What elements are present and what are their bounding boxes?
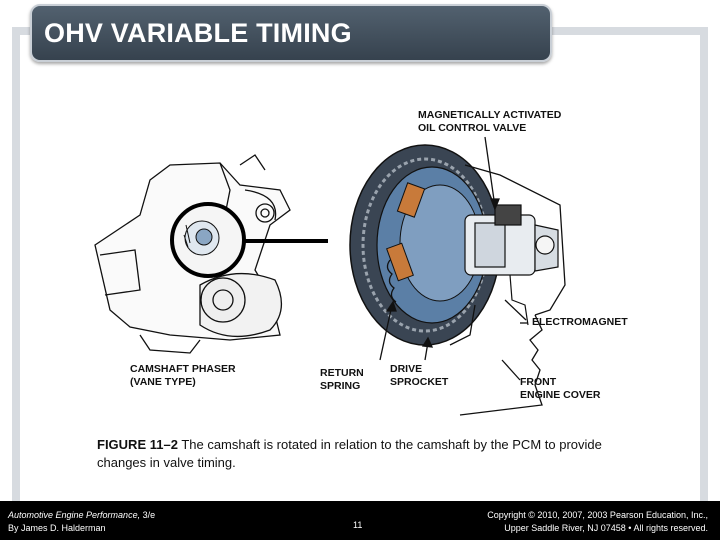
footer-book-info: Automotive Engine Performance, 3/e By Ja… [8,509,155,535]
footer-book-title: Automotive Engine Performance, [8,510,141,520]
slide-title: OHV VARIABLE TIMING [44,18,352,48]
copyright-line-1: Copyright © 2010, 2007, 2003 Pearson Edu… [487,510,708,520]
footer-edition: 3/e [140,510,156,520]
figure-number: FIGURE 11–2 [97,437,178,452]
front-engine-cover-illustration [449,164,566,416]
title-banner: OHV VARIABLE TIMING [30,4,552,62]
footer-author: By James D. Halderman [8,523,106,533]
footer-bar: Automotive Engine Performance, 3/e By Ja… [0,501,720,540]
label-oil-control-valve-2: OIL CONTROL VALVE [418,122,526,134]
drive-sprocket-illustration [349,144,501,346]
leader-lines [379,136,528,381]
label-oil-control-valve-1: MAGNETICALLY ACTIVATED [418,109,562,121]
diagram-svg: MAGNETICALLY ACTIVATED OIL CONTROL VALVE… [94,109,628,416]
slide-frame-right [700,27,708,501]
footer-copyright: Copyright © 2010, 2007, 2003 Pearson Edu… [487,509,708,535]
label-return-spring-2: SPRING [320,380,360,392]
slide-frame-left [12,27,20,501]
variable-timing-diagram: MAGNETICALLY ACTIVATED OIL CONTROL VALVE… [80,95,640,430]
label-drive-sprocket-2: SPROCKET [390,376,449,388]
label-camshaft-phaser-2: (VANE TYPE) [130,376,196,388]
copyright-line-2: Upper Saddle River, NJ 07458 • All right… [504,523,708,533]
label-camshaft-phaser-1: CAMSHAFT PHASER [130,363,236,375]
label-front-cover-2: ENGINE COVER [520,389,601,401]
figure-caption-text: The camshaft is rotated in relation to t… [97,437,602,470]
label-electromagnet: ELECTROMAGNET [532,316,628,328]
page-number: 11 [353,520,363,530]
oil-control-valve-illustration [464,204,559,326]
figure-caption: FIGURE 11–2 The camshaft is rotated in r… [97,436,637,472]
label-drive-sprocket-1: DRIVE [390,363,422,375]
label-return-spring-1: RETURN [320,367,364,379]
small-phaser-icon [183,220,220,256]
label-front-cover-1: FRONT [520,376,557,388]
